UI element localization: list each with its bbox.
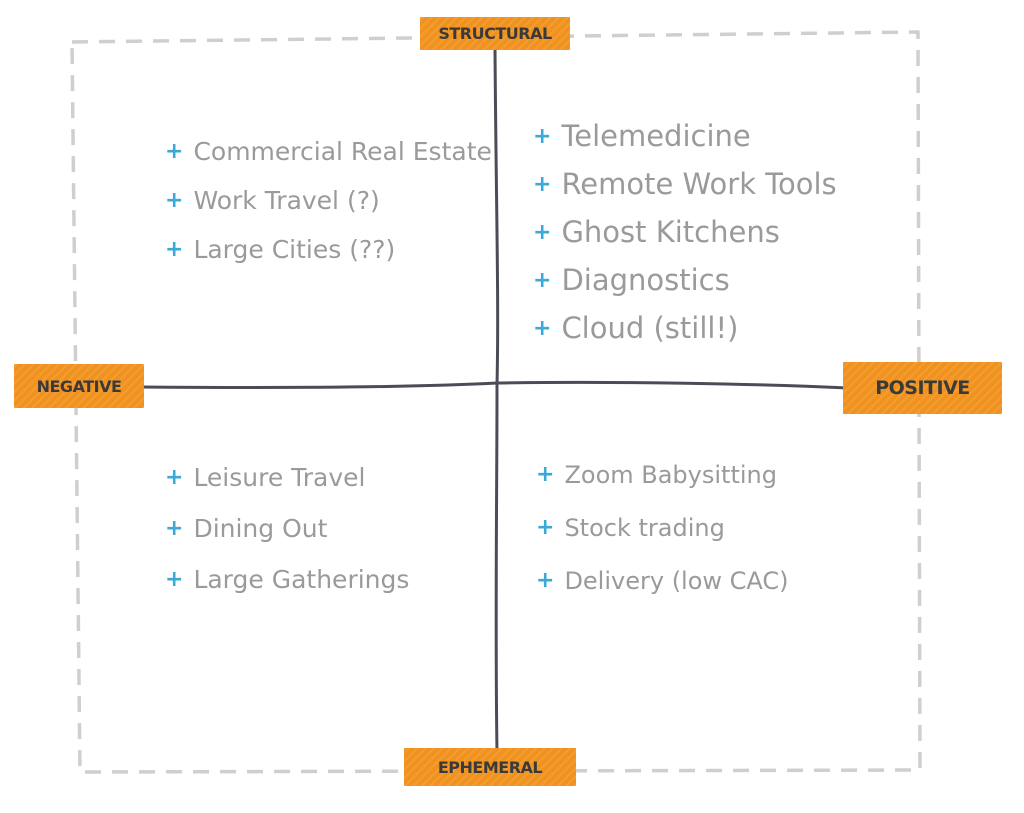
list-item: + Work Travel (?) — [165, 176, 492, 225]
axis-label-positive: POSITIVE — [843, 362, 1002, 414]
horizontal-axis — [138, 380, 850, 390]
item-text: Ghost Kitchens — [561, 215, 780, 249]
list-item: + Large Gatherings — [165, 554, 409, 605]
axis-label-ephemeral: EPHEMERAL — [404, 748, 576, 786]
list-item: + Zoom Babysitting — [536, 448, 789, 501]
item-text: Leisure Travel — [193, 463, 366, 492]
plus-icon: + — [165, 465, 184, 490]
item-text: Cloud (still!) — [561, 311, 739, 345]
plus-icon: + — [536, 568, 555, 593]
plus-icon: + — [165, 567, 184, 592]
plus-icon: + — [533, 315, 552, 341]
item-text: Stock trading — [564, 513, 725, 542]
plus-icon: + — [165, 237, 184, 262]
item-text: Diagnostics — [561, 263, 730, 297]
list-item: + Remote Work Tools — [533, 160, 837, 208]
item-text: Dining Out — [193, 514, 328, 543]
plus-icon: + — [533, 219, 552, 245]
item-text: Remote Work Tools — [561, 167, 837, 201]
item-text: Commercial Real Estate — [193, 137, 492, 166]
list-item: + Diagnostics — [533, 256, 837, 304]
plus-icon: + — [536, 462, 555, 487]
list-item: + Large Cities (??) — [165, 225, 492, 274]
quadrant-ephemeral-positive: + Zoom Babysitting + Stock trading + Delive… — [536, 448, 789, 607]
item-text: Work Travel (?) — [193, 186, 380, 215]
item-text: Telemedicine — [561, 119, 751, 153]
axis-label-negative: NEGATIVE — [14, 364, 144, 408]
item-text: Large Gatherings — [193, 565, 410, 594]
list-item: + Dining Out — [165, 503, 409, 554]
item-text: Delivery (low CAC) — [564, 566, 789, 595]
list-item: + Leisure Travel — [165, 452, 409, 503]
quadrant-structural-positive: + Telemedicine + Remote Work Tools + Ghost … — [533, 112, 837, 352]
item-text: Zoom Babysitting — [564, 460, 777, 489]
item-text: Large Cities (??) — [193, 235, 396, 264]
plus-icon: + — [165, 188, 184, 213]
plus-icon: + — [536, 515, 555, 540]
list-item: + Telemedicine — [533, 112, 837, 160]
plus-icon: + — [165, 139, 184, 164]
list-item: + Commercial Real Estate — [165, 127, 492, 176]
list-item: + Stock trading — [536, 501, 789, 554]
vertical-axis — [493, 46, 500, 754]
quadrant-structural-negative: + Commercial Real Estate + Work Travel (?)… — [165, 127, 492, 274]
list-item: + Delivery (low CAC) — [536, 554, 789, 607]
quadrant-ephemeral-negative: + Leisure Travel + Dining Out + Large Gathe… — [165, 452, 409, 605]
plus-icon: + — [533, 171, 552, 197]
axis-label-structural: STRUCTURAL — [420, 17, 570, 50]
plus-icon: + — [533, 123, 552, 149]
plus-icon: + — [533, 267, 552, 293]
list-item: + Cloud (still!) — [533, 304, 837, 352]
list-item: + Ghost Kitchens — [533, 208, 837, 256]
plus-icon: + — [165, 516, 184, 541]
